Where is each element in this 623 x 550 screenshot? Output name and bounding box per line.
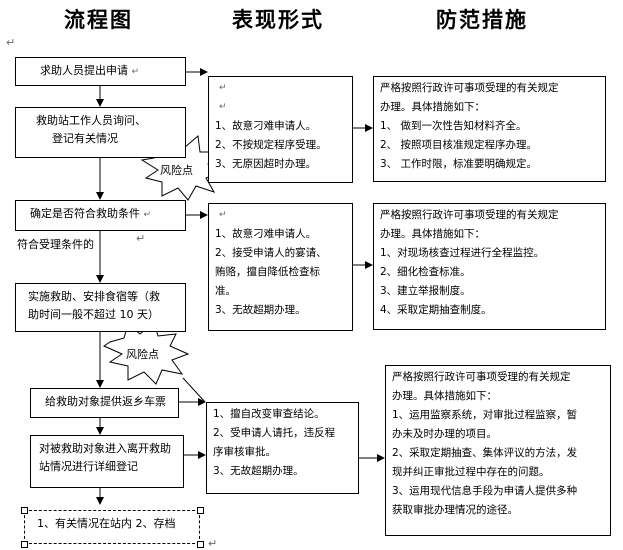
flow-step-text: 站情况进行详细登记	[39, 460, 138, 473]
risk-point-label: 风险点	[126, 348, 159, 361]
flow-step-apply: 求助人员提出申请 ↵	[15, 57, 186, 86]
measures-box-1: 严格按照行政许可事项受理的有关规定 办理。具体措施如下： 1、 做到一次性告知材…	[373, 76, 606, 182]
header-measures: 防范措施	[436, 8, 528, 32]
flow-step-check-eligibility: 确定是否符合救助条件 ↵	[15, 200, 186, 231]
flow-step-inquire: 救助站工作人员询问、 登记有关情况	[15, 107, 186, 158]
measures-item: 办理。具体措施如下：	[380, 101, 485, 113]
flow-step-text: 给救助对象提供返乡车票	[45, 395, 166, 408]
selection-handle[interactable]	[197, 541, 204, 548]
measures-item: 现并纠正审批过程中存在的问题。	[392, 466, 550, 478]
forms-item: 1、故意刁难申请人。	[215, 120, 317, 132]
paragraph-mark: ↵	[219, 210, 227, 220]
forms-item: 1、故意刁难申请人。	[215, 228, 317, 240]
paragraph-mark: ↵	[136, 232, 146, 245]
forms-item: 3、无故超期办理。	[215, 304, 306, 316]
measures-item: 2、采取定期抽查、集体评议的方法，发	[392, 447, 578, 459]
measures-item: 办理。具体措施如下：	[392, 390, 497, 402]
forms-item: 贿赂，擅自降低检查标	[215, 266, 320, 278]
measures-item: 严格按照行政许可事项受理的有关规定	[380, 82, 559, 94]
forms-item: 2、不按规定程序受理。	[215, 139, 327, 151]
measures-item: 2、细化检查标准。	[380, 266, 471, 278]
paragraph-mark: ↵	[219, 102, 227, 112]
forms-item: 1、擅自改变审查结论。	[213, 408, 325, 420]
flow-step-text: 助时间一般不超过 10 天）	[28, 308, 159, 321]
measures-box-3: 严格按照行政许可事项受理的有关规定 办理。具体措施如下： 1、运用监察系统，对审…	[385, 365, 611, 536]
measures-item: 1、对现场核查过程进行全程监控。	[380, 247, 545, 259]
header-forms: 表现形式	[232, 8, 324, 32]
forms-item: 序审核审批。	[213, 446, 276, 458]
flow-step-return-ticket: 给救助对象提供返乡车票	[30, 388, 179, 418]
measures-item: 严格按照行政许可事项受理的有关规定	[380, 209, 559, 221]
flow-step-register: 对被救助对象进入离开救助 站情况进行详细登记	[30, 435, 184, 488]
forms-item: 2、受申请人请托，违反程	[213, 427, 336, 439]
condition-label: 符合受理条件的	[17, 238, 94, 251]
measures-item: 办未及时办理的项目。	[392, 428, 497, 440]
selection-handle[interactable]	[21, 541, 28, 548]
forms-item: 2、接受申请人的宴请、	[215, 247, 327, 259]
selection-handle[interactable]	[197, 507, 204, 514]
forms-item: 准。	[215, 285, 236, 297]
header-flow-chart: 流程图	[64, 8, 133, 32]
flow-step-text: 确定是否符合救助条件	[30, 207, 140, 220]
measures-item: 3、建立举报制度。	[380, 285, 471, 297]
forms-box-3: 1、擅自改变审查结论。 2、受申请人请托，违反程 序审核审批。 3、无故超期办理…	[206, 402, 359, 494]
measures-item: 3、 工作时限，标准要明确规定。	[380, 158, 538, 170]
measures-item: 1、运用监察系统，对审批过程监察，暂	[392, 409, 578, 421]
flow-step-text: 1、有关情况在站内 2、存档	[37, 517, 176, 530]
flow-step-text: 对被救助对象进入离开救助	[39, 442, 171, 455]
forms-item: 3、无原因超时办理。	[215, 158, 317, 170]
paragraph-mark: ↵	[6, 36, 16, 49]
measures-item: 获取审批办理情况的途径。	[392, 504, 518, 516]
measures-item: 3、运用现代信息手段为申请人提供多种	[392, 485, 578, 497]
measures-item: 1、 做到一次性告知材料齐全。	[380, 120, 527, 132]
flow-step-provide-aid: 实施救助、安排食宿等（救 助时间一般不超过 10 天）	[15, 283, 186, 332]
flow-step-archive[interactable]: 1、有关情况在站内 2、存档	[24, 510, 200, 544]
forms-box-1: ↵ ↵ 1、故意刁难申请人。 2、不按规定程序受理。 3、无原因超时办理。	[208, 76, 353, 183]
risk-point-label: 风险点	[160, 164, 193, 177]
risk-burst-shape	[102, 321, 190, 385]
selection-handle[interactable]	[21, 507, 28, 514]
flow-step-text: 救助站工作人员询问、	[36, 114, 146, 127]
measures-item: 办理。具体措施如下：	[380, 228, 485, 240]
paragraph-mark: ↵	[208, 537, 218, 550]
paragraph-mark: ↵	[219, 83, 227, 93]
measures-item: 严格按照行政许可事项受理的有关规定	[392, 371, 571, 383]
flow-step-text: 实施救助、安排食宿等（救	[28, 290, 160, 303]
flow-step-text: 登记有关情况	[52, 132, 118, 145]
flow-step-text: 求助人员提出申请	[40, 64, 128, 77]
forms-item: 3、无故超期办理。	[213, 465, 304, 477]
risk-burst-shape	[140, 135, 224, 201]
measures-box-2: 严格按照行政许可事项受理的有关规定 办理。具体措施如下： 1、对现场核查过程进行…	[373, 203, 606, 330]
measures-item: 2、 按照项目核准规定程序办理。	[380, 139, 538, 151]
measures-item: 4、采取定期抽查制度。	[380, 304, 492, 316]
forms-box-2: ↵ 1、故意刁难申请人。 2、接受申请人的宴请、 贿赂，擅自降低检查标 准。 3…	[208, 203, 353, 331]
